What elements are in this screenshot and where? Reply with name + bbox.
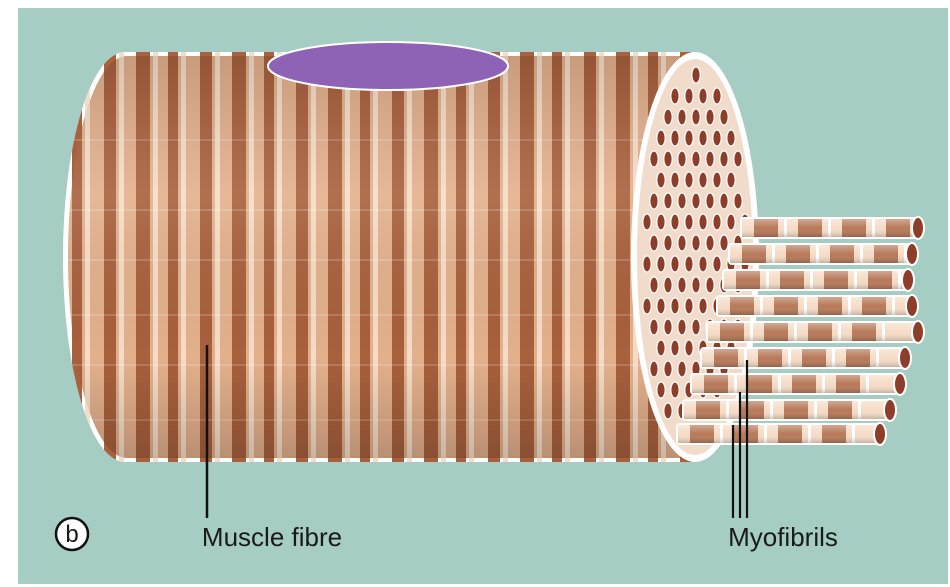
myofibril-cross-section bbox=[657, 340, 665, 356]
myofibril-cross-section bbox=[685, 88, 693, 104]
myofibril-cross-section bbox=[734, 151, 742, 167]
myofibril bbox=[722, 269, 914, 291]
myofibril-cross-section bbox=[671, 382, 679, 398]
myofibril-cross-section bbox=[699, 256, 707, 272]
myofibril-cross-section bbox=[713, 88, 721, 104]
myofibril-cross-section bbox=[664, 403, 672, 419]
myofibril-cross-section bbox=[664, 109, 672, 125]
myofibril-cross-section bbox=[678, 109, 686, 125]
myofibril-cross-section bbox=[664, 151, 672, 167]
myofibril-cross-section bbox=[650, 193, 658, 209]
myofibril-cross-section bbox=[678, 151, 686, 167]
myofibril-cross-section bbox=[734, 193, 742, 209]
myofibril-cross-section bbox=[706, 235, 714, 251]
myofibril-cross-section bbox=[650, 361, 658, 377]
myofibril bbox=[700, 347, 911, 369]
muscle-fibre-label: Muscle fibre bbox=[202, 522, 342, 552]
myofibril-cross-section bbox=[678, 319, 686, 335]
myofibril-cross-section bbox=[713, 130, 721, 146]
myofibril bbox=[682, 399, 896, 421]
myofibril bbox=[690, 373, 906, 395]
myofibril-cross-section bbox=[713, 214, 721, 230]
myofibril-cross-section bbox=[692, 277, 700, 293]
myofibril-cross-section bbox=[692, 235, 700, 251]
myofibril-cross-section bbox=[650, 277, 658, 293]
myofibril-cross-section bbox=[664, 277, 672, 293]
myofibril-cross-section bbox=[706, 277, 714, 293]
myofibril bbox=[728, 243, 918, 265]
myofibril-cross-section bbox=[657, 172, 665, 188]
myofibril-cross-section bbox=[643, 298, 651, 314]
myofibril-cross-section bbox=[699, 214, 707, 230]
myofibril-cross-section bbox=[699, 172, 707, 188]
myofibril-cross-section bbox=[664, 319, 672, 335]
myofibril-cross-section bbox=[685, 298, 693, 314]
myofibril bbox=[716, 295, 918, 317]
myofibril-cross-section bbox=[685, 172, 693, 188]
myofibril-cross-section bbox=[685, 256, 693, 272]
myofibril-cross-section bbox=[685, 214, 693, 230]
myofibril-cross-section bbox=[727, 214, 735, 230]
myofibril-cross-section bbox=[671, 130, 679, 146]
myofibril-cross-section bbox=[720, 109, 728, 125]
myofibril-cross-section bbox=[692, 109, 700, 125]
myofibril-cross-section bbox=[657, 256, 665, 272]
myofibril-cross-section bbox=[671, 172, 679, 188]
myofibril-cross-section bbox=[643, 214, 651, 230]
myofibril-cross-section bbox=[699, 298, 707, 314]
myofibril-cross-section bbox=[678, 193, 686, 209]
myofibril-cross-section bbox=[657, 382, 665, 398]
myofibril-cross-section bbox=[650, 151, 658, 167]
myofibril-cross-section bbox=[699, 130, 707, 146]
myofibril-cross-section bbox=[692, 319, 700, 335]
myofibril-cross-section bbox=[664, 235, 672, 251]
myofibril-cross-section bbox=[727, 130, 735, 146]
myofibril-cross-section bbox=[671, 88, 679, 104]
myofibril-cross-section bbox=[699, 88, 707, 104]
myofibril-cross-section bbox=[643, 256, 651, 272]
myofibril-cross-section bbox=[678, 277, 686, 293]
nucleus bbox=[268, 42, 508, 90]
myofibril-cross-section bbox=[671, 214, 679, 230]
myofibrils-label: Myofibrils bbox=[728, 522, 838, 552]
myofibril-cross-section bbox=[678, 361, 686, 377]
myofibril bbox=[706, 321, 924, 343]
myofibril-cross-section bbox=[706, 109, 714, 125]
myofibril-cross-section bbox=[664, 361, 672, 377]
muscle-fibre-cylinder bbox=[60, 40, 700, 480]
myofibril-cross-section bbox=[692, 67, 700, 83]
myofibril-cross-section bbox=[685, 130, 693, 146]
myofibril-cross-section bbox=[706, 151, 714, 167]
myofibril-cross-section bbox=[671, 256, 679, 272]
myofibril-cross-section bbox=[706, 193, 714, 209]
myofibril-cross-section bbox=[671, 340, 679, 356]
myofibril-cross-section bbox=[685, 340, 693, 356]
myofibril-cross-section bbox=[692, 151, 700, 167]
myofibril-cross-section bbox=[727, 172, 735, 188]
myofibril-cross-section bbox=[657, 130, 665, 146]
myofibril-cross-section bbox=[720, 235, 728, 251]
myofibril-cross-section bbox=[713, 172, 721, 188]
myofibril bbox=[740, 217, 924, 239]
myofibril-cross-section bbox=[713, 256, 721, 272]
myofibril-cross-section bbox=[650, 319, 658, 335]
panel-letter: b bbox=[65, 521, 78, 548]
myofibril-cross-section bbox=[720, 151, 728, 167]
myofibril-cross-section bbox=[657, 298, 665, 314]
myofibril-cross-section bbox=[671, 298, 679, 314]
myofibril-cross-section bbox=[657, 214, 665, 230]
myofibril bbox=[676, 423, 886, 445]
myofibril-cross-section bbox=[692, 193, 700, 209]
myofibril-cross-section bbox=[650, 235, 658, 251]
myofibril-cross-section bbox=[720, 193, 728, 209]
myofibril-cross-section bbox=[664, 193, 672, 209]
myofibril-cross-section bbox=[678, 235, 686, 251]
